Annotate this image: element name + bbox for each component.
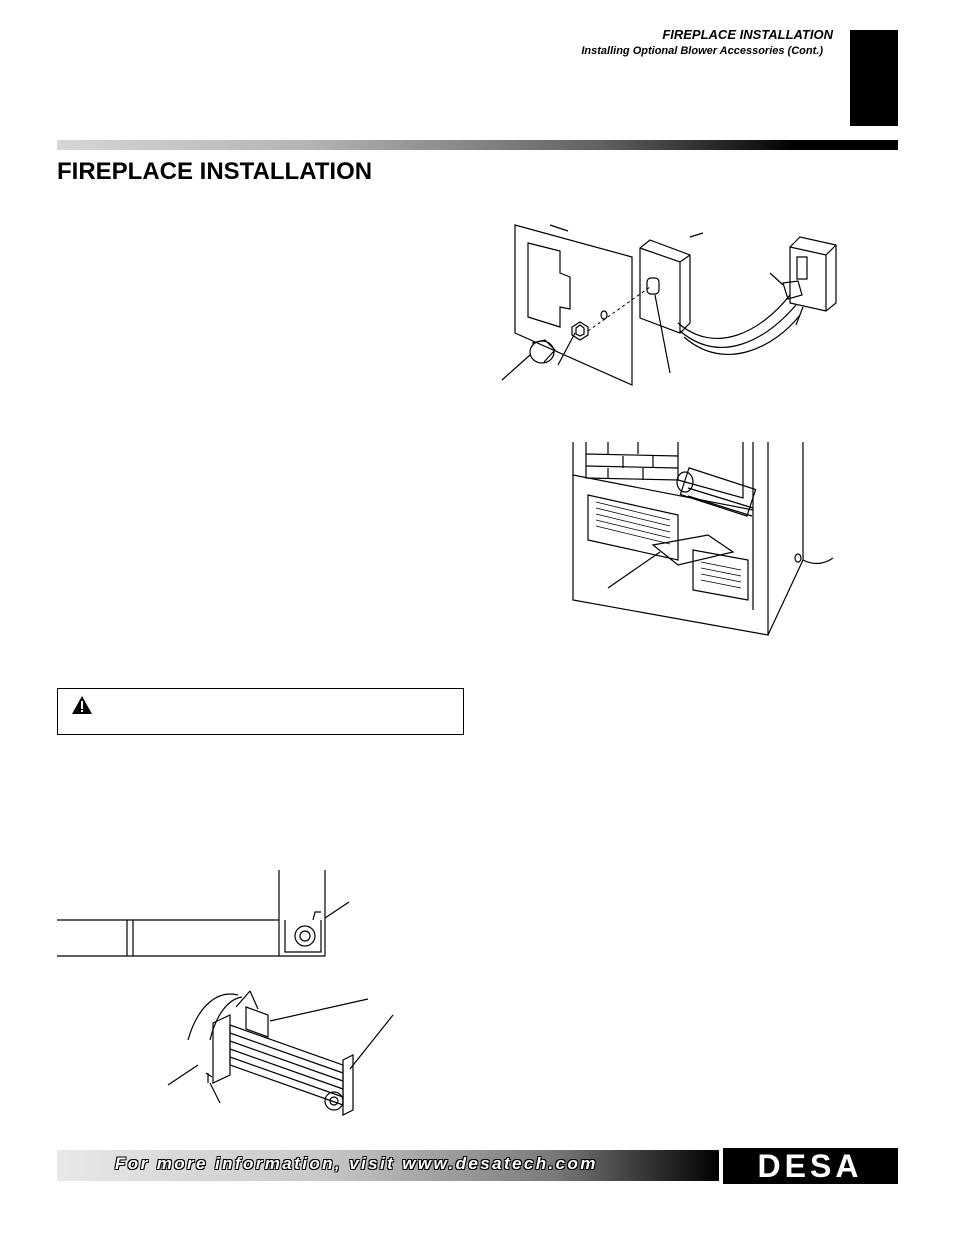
figure-wall-switch-assembly <box>500 215 845 390</box>
desa-logo: DESA <box>723 1148 898 1184</box>
warning-triangle-icon <box>72 696 92 714</box>
footer-band <box>57 1150 719 1181</box>
header-subtitle: Installing Optional Blower Accessories (… <box>581 45 823 57</box>
figure-blower-unit <box>168 985 393 1125</box>
warning-box <box>57 688 464 735</box>
page-title: FIREPLACE INSTALLATION <box>57 158 373 185</box>
figure-floor-side-profile <box>57 868 357 960</box>
header-section-title: FIREPLACE INSTALLATION <box>662 27 833 42</box>
desa-logo-text: DESA <box>758 1148 863 1184</box>
figure-fireplace-blower-location <box>568 440 848 640</box>
section-tab-marker <box>850 30 898 126</box>
header-gradient-rule <box>57 140 898 150</box>
footer-website-text: For more information, visit www.desatech… <box>115 1154 598 1173</box>
